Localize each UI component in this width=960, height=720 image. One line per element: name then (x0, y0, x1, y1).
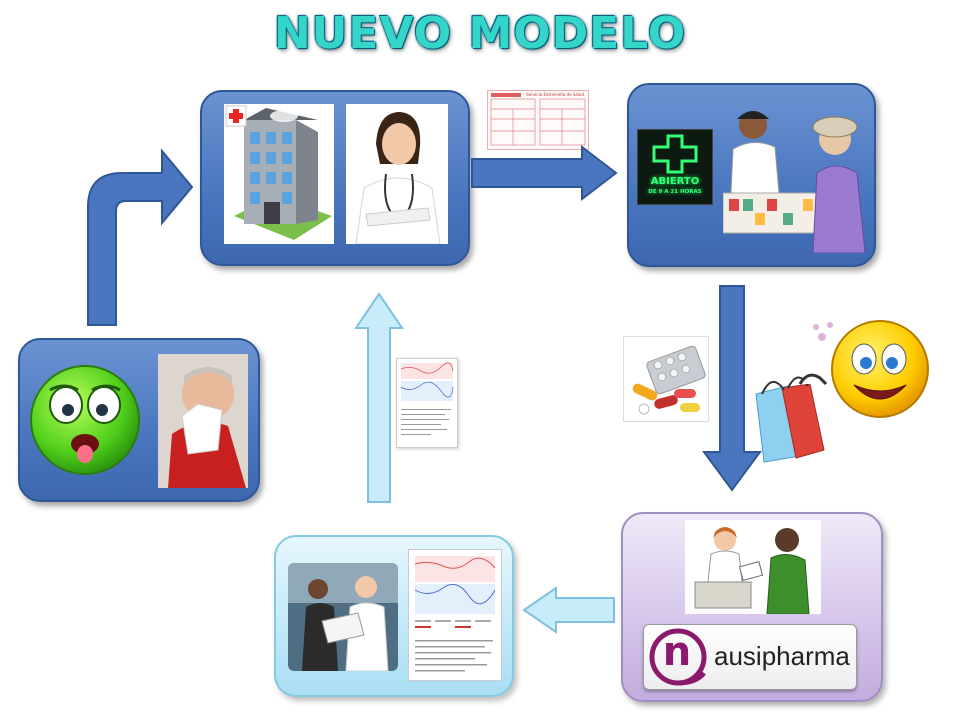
prescription-header: Servicio Extremeño de Salud (526, 92, 584, 97)
pharmacy-box: ABIERTO DE 9 A 21 HORAS (627, 83, 876, 267)
prescription-icon: Servicio Extremeño de Salud (487, 90, 589, 150)
logo-text: ausipharma (714, 641, 850, 671)
consultation-icon (685, 520, 821, 614)
hospital-box (200, 90, 470, 266)
arrow-consultation-to-meeting (522, 586, 615, 634)
logo-mark-icon (649, 628, 707, 686)
arrow-pharmacy-to-consultation (702, 285, 762, 492)
happy-face-icon (813, 320, 929, 418)
sneezing-man-icon (158, 354, 248, 488)
shopping-bags-icon (755, 373, 828, 463)
hospital-icon (224, 104, 334, 244)
doctor-icon (346, 104, 448, 244)
arrow-hospital-to-pharmacy (471, 145, 618, 201)
consultation-box: n ausipharma (621, 512, 883, 702)
arrow-patient-to-hospital (87, 148, 194, 326)
ausipharma-logo: n ausipharma (643, 624, 857, 690)
sick-face-icon (30, 365, 140, 475)
page-title: NUEVO MODELO (273, 8, 687, 59)
pills-icon (623, 336, 709, 422)
patient-box (18, 338, 260, 502)
report-chart-icon (408, 549, 502, 681)
pharmacist-scene-icon (722, 103, 867, 254)
arrow-meeting-to-hospital (354, 292, 404, 503)
sign-line2: DE 9 A 21 HORAS (648, 189, 702, 195)
meeting-box (274, 535, 514, 697)
meeting-icon (288, 563, 398, 671)
logo-mark-letter: n (662, 629, 692, 675)
sign-line1: ABIERTO (650, 176, 700, 187)
report-doc-icon (396, 358, 458, 448)
pharmacy-sign-icon: ABIERTO DE 9 A 21 HORAS (637, 129, 713, 205)
